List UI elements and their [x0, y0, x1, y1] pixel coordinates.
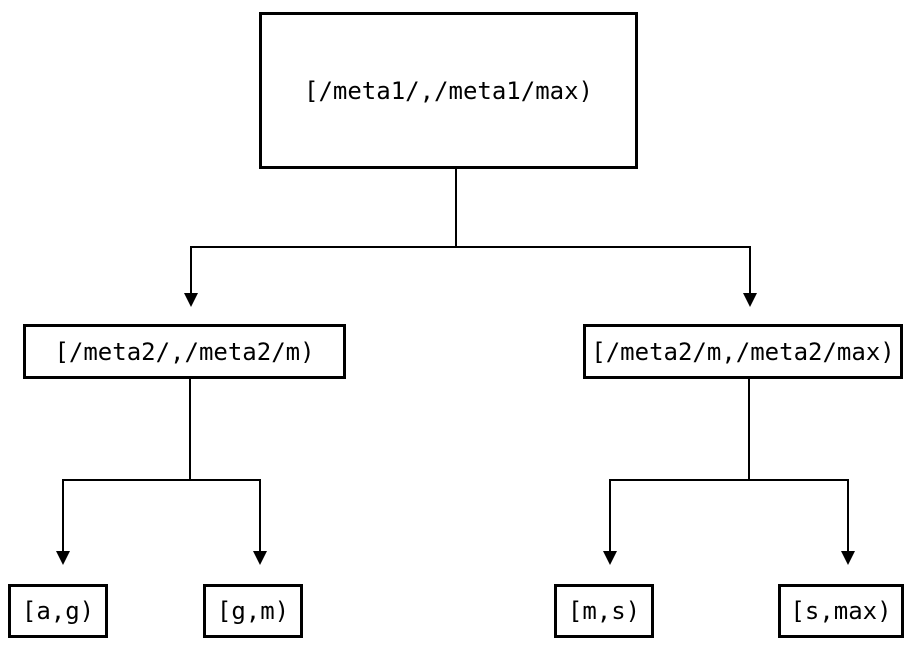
tree-node-label: [/meta1/,/meta1/max) [304, 76, 593, 105]
arrow-down-icon [841, 551, 855, 565]
tree-node-root: [/meta1/,/meta1/max) [259, 12, 638, 169]
tree-node-label: [a,g) [21, 597, 95, 625]
arrow-down-icon [184, 293, 198, 307]
arrow-down-icon [56, 551, 70, 565]
arrow-down-icon [253, 551, 267, 565]
tree-node-label: [/meta2/,/meta2/m) [54, 337, 315, 366]
tree-node-label: [s,max) [790, 597, 892, 625]
tree-leaf-g-m: [g,m) [203, 584, 303, 638]
tree-node-meta2-high: [/meta2/m,/meta2/max) [583, 324, 903, 379]
tree-leaf-s-max: [s,max) [778, 584, 904, 638]
tree-node-label: [m,s) [567, 597, 641, 625]
tree-node-meta2-low: [/meta2/,/meta2/m) [23, 324, 346, 379]
tree-leaf-m-s: [m,s) [554, 584, 654, 638]
tree-node-label: [g,m) [216, 597, 290, 625]
tree-leaf-a-g: [a,g) [8, 584, 108, 638]
arrow-down-icon [603, 551, 617, 565]
tree-node-label: [/meta2/m,/meta2/max) [591, 337, 895, 366]
arrow-down-icon [743, 293, 757, 307]
